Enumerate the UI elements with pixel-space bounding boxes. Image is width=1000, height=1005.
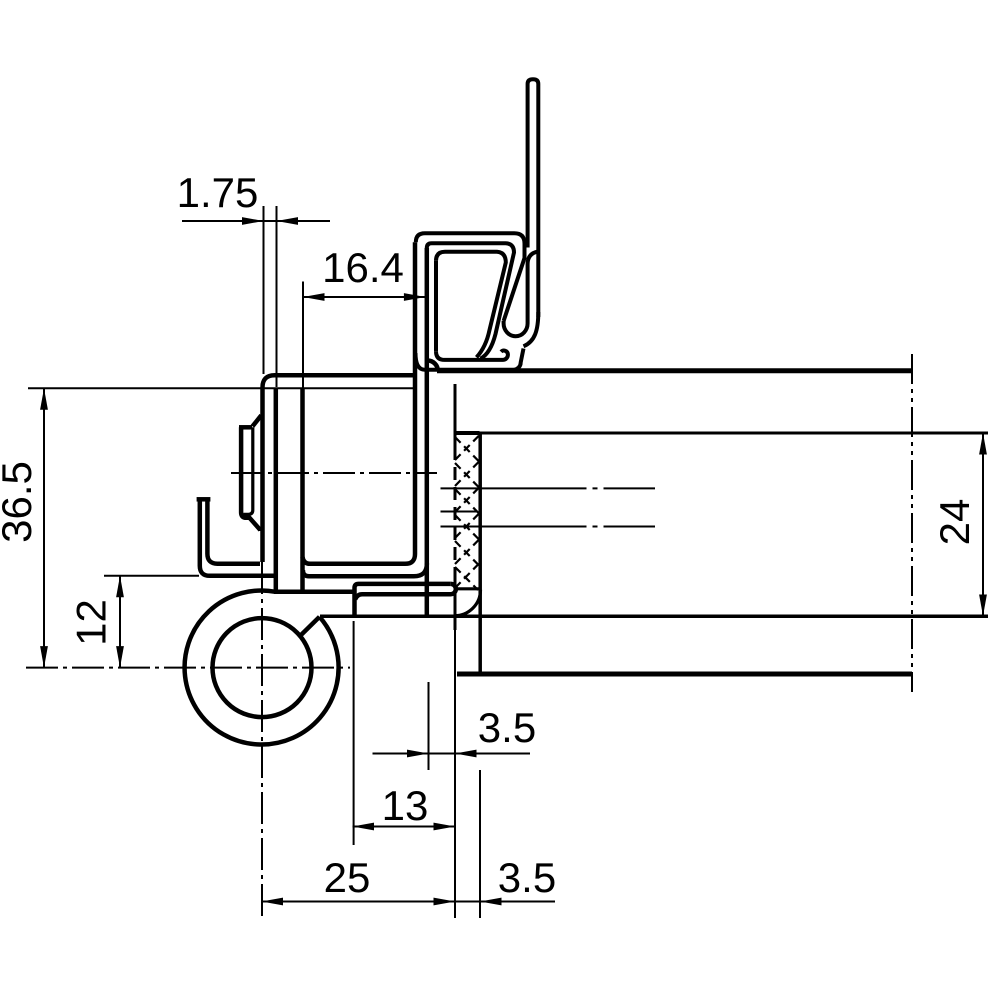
- svg-text:13: 13: [382, 782, 429, 829]
- svg-text:24: 24: [931, 499, 978, 546]
- svg-text:25: 25: [324, 854, 371, 901]
- svg-text:1.75: 1.75: [177, 169, 259, 216]
- svg-text:16.4: 16.4: [322, 244, 404, 291]
- svg-text:36.5: 36.5: [0, 461, 40, 543]
- svg-text:3.5: 3.5: [478, 704, 536, 751]
- svg-text:12: 12: [68, 599, 115, 646]
- svg-text:3.5: 3.5: [498, 854, 556, 901]
